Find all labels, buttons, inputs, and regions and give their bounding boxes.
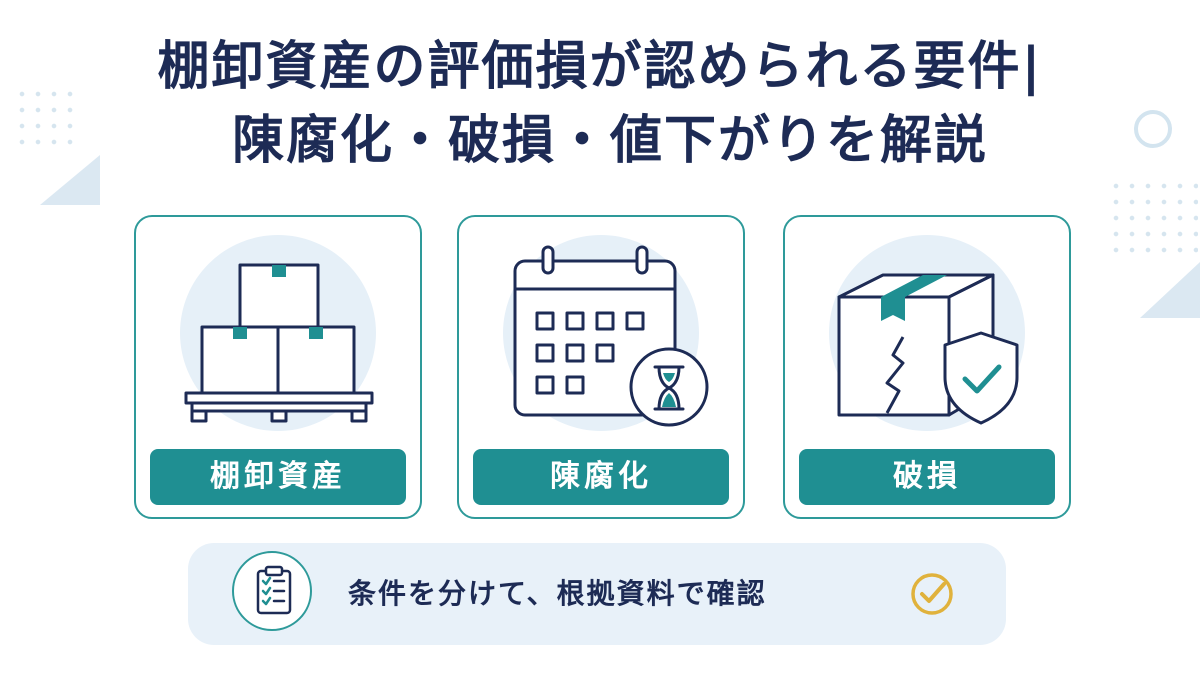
stacked-boxes-on-pallet-icon	[184, 263, 374, 423]
check-circle-icon	[911, 573, 953, 615]
ring-decoration-right	[1134, 110, 1172, 148]
clipboard-checklist-badge	[232, 551, 312, 631]
card-obsolescence: 陳腐化	[457, 215, 745, 519]
page-title: 棚卸資産の評価損が認められる要件| 陳腐化・破損・値下がりを解説	[0, 30, 1200, 178]
triangle-decoration-left	[40, 155, 100, 205]
summary-banner: 条件を分けて、根拠資料で確認	[188, 543, 1006, 645]
triangle-decoration-right	[1140, 262, 1200, 318]
title-line-2: 陳腐化・破損・値下がりを解説	[231, 111, 988, 171]
calendar-with-hourglass-icon	[513, 245, 709, 427]
clipboard-checklist-icon	[256, 565, 292, 615]
cracked-box-with-shield-icon	[837, 273, 1019, 425]
summary-message: 条件を分けて、根拠資料で確認	[348, 577, 767, 610]
dot-grid-decoration-left	[14, 86, 78, 150]
card-label-damage: 破損	[799, 449, 1055, 505]
card-inventory: 棚卸資産	[134, 215, 422, 519]
card-damage: 破損	[783, 215, 1071, 519]
dot-grid-decoration-right	[1108, 178, 1198, 254]
title-line-1: 棚卸資産の評価損が認められる要件|	[157, 37, 1043, 97]
card-label-obsolescence: 陳腐化	[473, 449, 729, 505]
card-label-inventory: 棚卸資産	[150, 449, 406, 505]
